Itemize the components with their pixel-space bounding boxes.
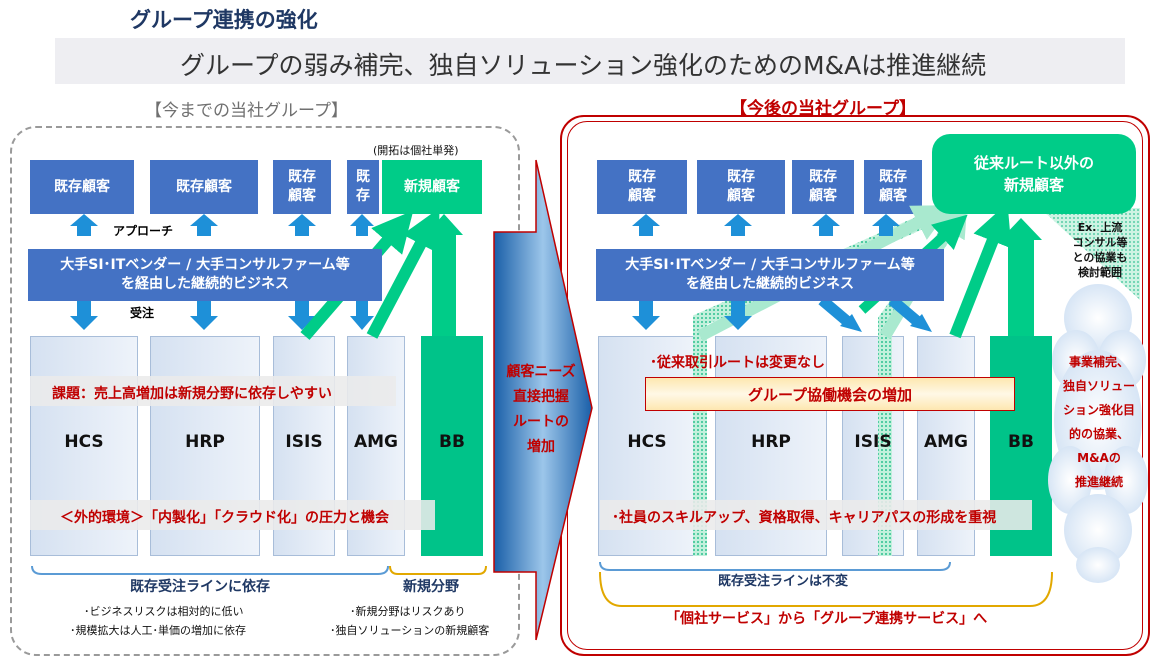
left-vendor-line2: を経由した継続的ビジネス: [121, 276, 289, 292]
right-label-hrp: HRP: [751, 432, 791, 452]
left-vendor-box: 大手SI･ITベンダー / 大手コンサルファーム等を経由した継続的ビジネス: [28, 249, 382, 301]
issue-band: [30, 376, 396, 406]
left-note-1: ･ビジネスリスクは相対的に低い: [84, 605, 244, 618]
center-arrow-line-2: 直接把握: [513, 389, 569, 405]
left-label-amg: AMG: [353, 432, 399, 452]
left-note-2: ･規模拡大は人工･単価の増加に依存: [70, 624, 246, 637]
right-heading: 【今後の当社グループ】: [730, 99, 916, 119]
right-label-isis: ISIS: [854, 432, 892, 452]
center-arrow-text: 顧客ニーズ 直接把握 ルートの 増加: [498, 360, 584, 460]
environment-text: ＜外的環境＞「内製化」「クラウド化」の圧力と機会: [60, 510, 389, 526]
left-customer-3: 既存 顧客: [273, 160, 331, 214]
right-vendor-line2: を経由した継続的ビジネス: [686, 276, 854, 292]
subtitle: グループの弱み補完、独自ソリューション強化のためのM&Aは推進継続: [180, 51, 987, 80]
synergy-text: グループ協働機会の増加: [747, 385, 913, 404]
center-arrow-line-4: 増加: [527, 439, 555, 455]
subtitle-bar: [55, 38, 1125, 84]
left-label-isis: ISIS: [285, 432, 323, 452]
environment-band: [30, 500, 435, 530]
right-new-customer: 従来ルート以外の 新規顧客: [932, 134, 1136, 214]
left-label-hcs: HCS: [64, 432, 104, 452]
existing-line-label: 既存受注ラインに依存: [130, 579, 270, 595]
left-label-bb: BB: [439, 432, 465, 452]
right-customer-2: 既存 顧客: [697, 160, 785, 214]
right-note-1: ･新規分野はリスクあり: [350, 605, 466, 618]
cloud-text: 事業補完、 独自ソリュー ション強化目 的の協業、 M&Aの 推進継続: [1062, 355, 1135, 489]
right-label-amg: AMG: [923, 432, 969, 452]
right-note-2: ･独自ソリューションの新規顧客: [330, 624, 490, 637]
left-note: (開拓は個社単発): [373, 144, 459, 157]
unchanged-route-text: ･従来取引ルートは変更なし: [650, 355, 825, 371]
center-arrow-line-3: ルートの: [513, 414, 569, 430]
left-customer-4: 既 存: [347, 160, 379, 214]
left-label-hrp: HRP: [185, 432, 225, 452]
left-customer-2: 既存顧客: [150, 160, 258, 214]
existing-line-unchanged-label: 既存受注ラインは不変: [718, 574, 849, 589]
right-customer-3: 既存 顧客: [792, 160, 854, 214]
right-customer-1: 既存 顧客: [597, 160, 687, 214]
new-field-label: 新規分野: [403, 579, 459, 595]
right-vendor-box: 大手SI･ITベンダー / 大手コンサルファーム等を経由した継続的ビジネス: [596, 249, 944, 301]
approach-label: アプローチ: [113, 224, 174, 238]
center-arrow-line-1: 顧客ニーズ: [506, 364, 576, 380]
right-customer-4: 既存 顧客: [864, 160, 922, 214]
order-label: 受注: [130, 306, 155, 320]
skills-band: [600, 500, 1032, 530]
transition-text: 「個社サービス」から「グループ連携サービス」へ: [666, 611, 988, 627]
right-label-hcs: HCS: [627, 432, 667, 452]
left-new-customer: 新規顧客: [382, 160, 482, 214]
issue-text: 課題：売上高増加は新規分野に依存しやすい: [52, 386, 332, 402]
left-vendor-line1: 大手SI･ITベンダー / 大手コンサルファーム等: [60, 257, 350, 273]
synergy-box: グループ協働機会の増加: [645, 377, 1015, 411]
skills-text: ･社員のスキルアップ、資格取得、キャリアパスの形成を重視: [612, 510, 997, 526]
page-title: グループ連携の強化: [130, 8, 318, 32]
left-heading: 【今までの当社グループ】: [145, 101, 348, 121]
left-customer-1: 既存顧客: [30, 160, 134, 214]
ex-note: Ex. 上流 コンサル等 との協業も 検討範囲: [1072, 221, 1128, 279]
right-vendor-line1: 大手SI･ITベンダー / 大手コンサルファーム等: [625, 257, 915, 273]
right-label-bb: BB: [1008, 432, 1034, 452]
